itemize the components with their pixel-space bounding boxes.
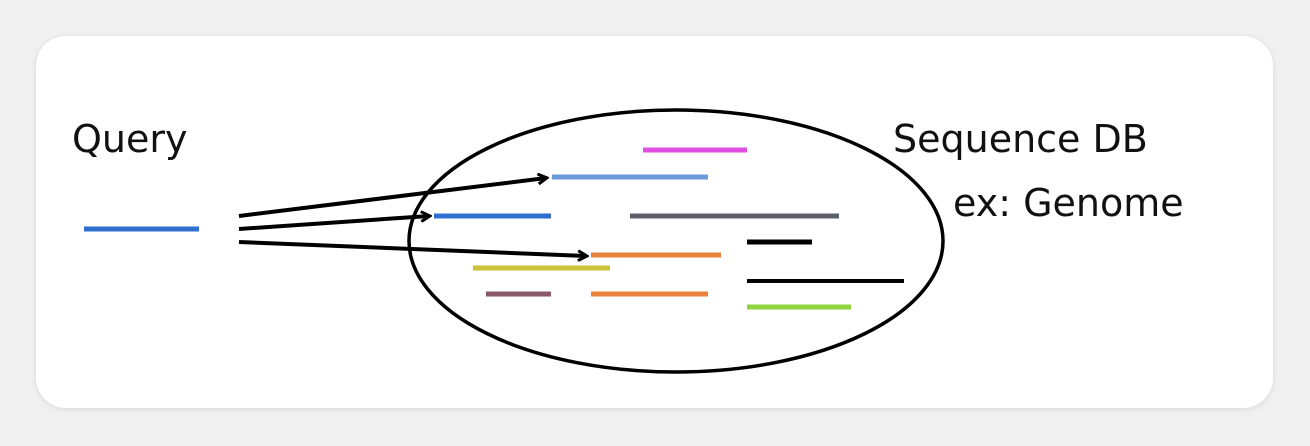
alignment-arrow-2 [238,216,429,231]
sequence-db-label: Sequence DB [893,117,1148,161]
query-label: Query [72,117,188,161]
diagram-card [36,36,1273,408]
alignment-arrow-1 [238,178,546,218]
sequence-database-ellipse [407,108,945,374]
genome-example-label: ex: Genome [953,181,1184,225]
alignment-arrow-3 [238,240,586,256]
